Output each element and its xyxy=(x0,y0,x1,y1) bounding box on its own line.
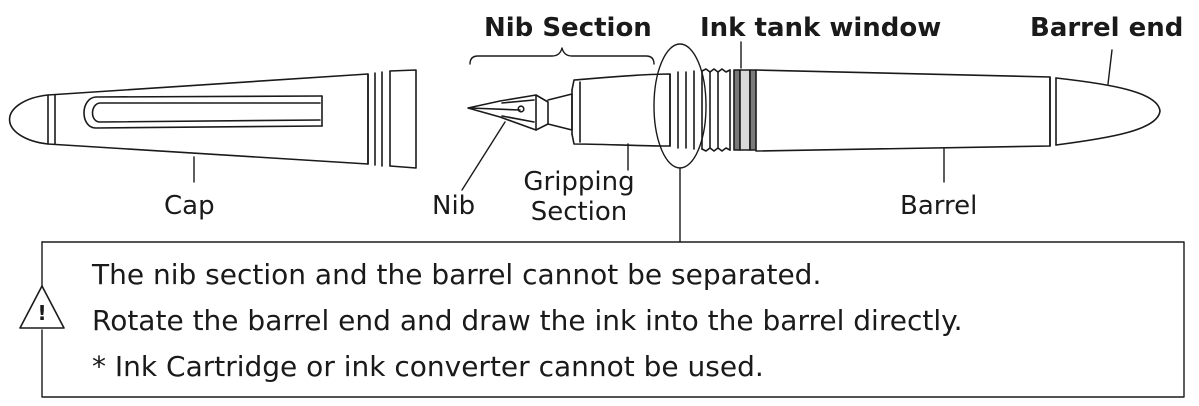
pen-drawing xyxy=(467,68,1161,152)
label-cap: Cap xyxy=(164,191,215,221)
label-nib: Nib xyxy=(432,191,476,221)
note-line-3: * Ink Cartridge or ink converter cannot … xyxy=(92,350,764,383)
note-box-frame xyxy=(41,241,1185,398)
annotation-lines xyxy=(193,41,1113,243)
label-nib-section: Nib Section xyxy=(484,13,652,43)
label-barrel-end: Barrel end xyxy=(1030,13,1184,43)
note-line-1: The nib section and the barrel cannot be… xyxy=(92,258,822,291)
warning-triangle-icon xyxy=(19,285,65,329)
cap-drawing xyxy=(8,69,417,169)
label-barrel: Barrel xyxy=(900,191,978,221)
warning-exclamation: ! xyxy=(37,301,47,325)
label-gripping-section-line1: Gripping xyxy=(523,167,635,197)
note-line-2: Rotate the barrel end and draw the ink i… xyxy=(92,304,963,337)
label-ink-tank-window: Ink tank window xyxy=(700,13,942,43)
label-gripping-section-line2: Section xyxy=(530,197,628,227)
